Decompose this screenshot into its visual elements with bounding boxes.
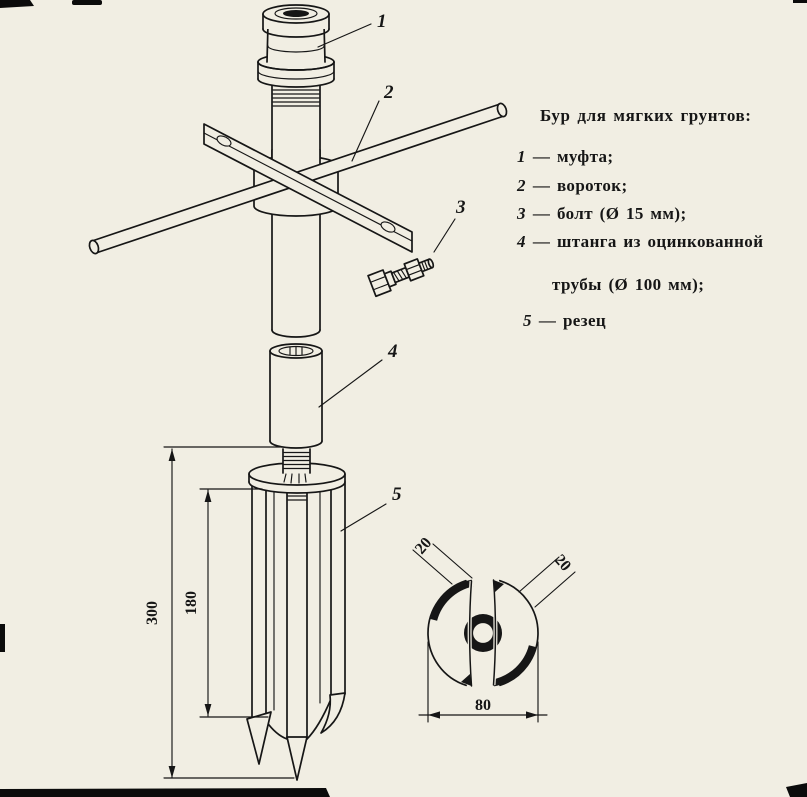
handle-bar (203, 123, 413, 253)
legend-item-3-num: 3 (517, 204, 526, 223)
height-dimensions: 300 180 (144, 446, 295, 779)
callout-1-label: 1 (377, 11, 387, 32)
callout-1-leader (317, 23, 372, 48)
dimension-80: 80 (475, 697, 491, 714)
legend-item-5-text: — резец (538, 311, 607, 330)
legend-item-5-num: 5 (523, 311, 532, 330)
legend-item-4-text: — штанга из оцинкованной (532, 232, 764, 251)
legend-item-3: 3 — болт (Ø 15 мм); (517, 204, 687, 224)
pilot-tip (286, 736, 308, 781)
legend-item-1: 1 — муфта; (517, 147, 614, 167)
left-cutter (246, 711, 272, 765)
legend-item-2-num: 2 (517, 176, 526, 195)
legend-item-1-text: — муфта; (532, 147, 614, 166)
legend-item-1-num: 1 (517, 147, 526, 166)
handle-drawing (88, 102, 508, 255)
bolt-drawing (367, 258, 435, 298)
dimension-20-left: 20 (412, 534, 435, 557)
callout-4-label: 4 (387, 341, 398, 362)
pipe-section-drawing (269, 343, 323, 449)
callout-3-leader (433, 218, 456, 253)
legend-item-3-text: — болт (Ø 15 мм); (532, 204, 687, 223)
callout-4-leader (318, 359, 383, 408)
callout-2-label: 2 (383, 82, 394, 103)
callout-5-leader (340, 503, 387, 532)
dimension-300: 300 (144, 601, 161, 625)
legend-item-2: 2 — вороток; (517, 176, 628, 196)
callout-3-label: 3 (455, 197, 466, 218)
legend-item-4: 4 — штанга из оцинкованной (517, 232, 763, 252)
legend-item-2-text: — вороток; (532, 176, 628, 195)
legend-item-4-num: 4 (517, 232, 526, 251)
coupling-drawing (257, 4, 335, 88)
legend-item-4-cont: трубы (Ø 100 мм); (552, 275, 705, 294)
callout-5-label: 5 (392, 484, 402, 505)
dimension-20-right: 20 (551, 551, 574, 574)
legend-item-5: 5 — резец (523, 311, 606, 331)
callouts: 1 2 3 4 5 (317, 11, 466, 532)
auger-head-drawing (246, 448, 346, 781)
right-cutter (320, 692, 346, 734)
legend: Бур для мягких грунтов: 1 — муфта; 2 — вор… (508, 98, 806, 338)
callout-2-leader (351, 100, 380, 162)
legend-title: Бур для мягких грунтов: (540, 106, 752, 125)
cutter-cross-section: 20 20 80 (412, 534, 576, 723)
dimension-180: 180 (183, 591, 200, 615)
